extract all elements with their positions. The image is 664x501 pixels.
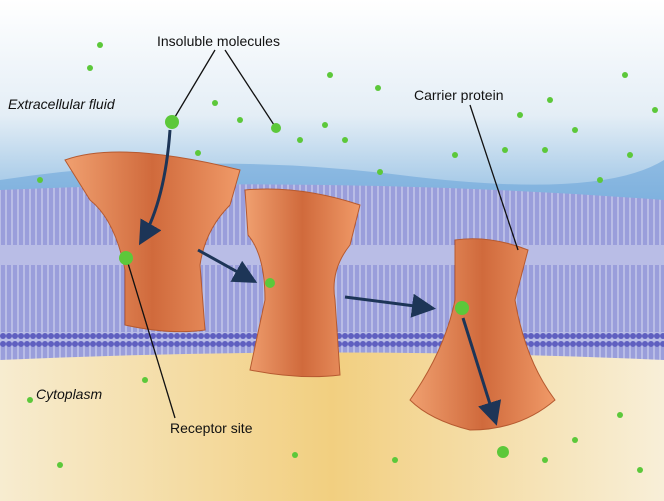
molecule-dot bbox=[165, 115, 179, 129]
molecule-dot bbox=[237, 117, 243, 123]
molecule-dot bbox=[119, 251, 133, 265]
molecule-dot bbox=[392, 457, 398, 463]
molecule-dot bbox=[455, 301, 469, 315]
carrier-protein-3 bbox=[409, 238, 556, 431]
molecule-dot bbox=[342, 137, 348, 143]
molecule-dot bbox=[87, 65, 93, 71]
insoluble-molecules bbox=[27, 42, 658, 473]
label-insoluble-molecules: Insoluble molecules bbox=[157, 33, 280, 49]
molecule-dot bbox=[547, 97, 553, 103]
molecule-dot bbox=[265, 278, 275, 288]
molecule-dot bbox=[542, 147, 548, 153]
transport-arrows bbox=[139, 129, 502, 426]
molecule-dot bbox=[617, 412, 623, 418]
label-receptor-site: Receptor site bbox=[170, 420, 253, 436]
molecule-dot bbox=[517, 112, 523, 118]
label-extracellular-fluid: Extracellular fluid bbox=[8, 96, 115, 112]
molecule-dot bbox=[271, 123, 281, 133]
molecule-dot bbox=[97, 42, 103, 48]
molecule-dot bbox=[297, 137, 303, 143]
molecule-dot bbox=[627, 152, 633, 158]
molecule-dot bbox=[652, 107, 658, 113]
molecule-dot bbox=[327, 72, 333, 78]
molecule-dot bbox=[597, 177, 603, 183]
molecule-dot bbox=[497, 446, 509, 458]
leader-lines bbox=[126, 49, 519, 419]
carrier-protein-2 bbox=[244, 188, 361, 378]
molecule-dot bbox=[212, 100, 218, 106]
molecule-dot bbox=[322, 122, 328, 128]
molecule-dot bbox=[37, 177, 43, 183]
molecule-dot bbox=[195, 150, 201, 156]
molecule-dot bbox=[375, 85, 381, 91]
molecule-dot bbox=[292, 452, 298, 458]
label-carrier-protein: Carrier protein bbox=[414, 87, 504, 103]
molecule-dot bbox=[542, 457, 548, 463]
molecule-dot bbox=[622, 72, 628, 78]
molecule-dot bbox=[572, 127, 578, 133]
label-cytoplasm: Cytoplasm bbox=[36, 386, 103, 402]
molecule-dot bbox=[452, 152, 458, 158]
molecule-dot bbox=[572, 437, 578, 443]
molecule-dot bbox=[502, 147, 508, 153]
molecule-dot bbox=[377, 169, 383, 175]
molecule-dot bbox=[57, 462, 63, 468]
molecule-dot bbox=[637, 467, 643, 473]
molecule-dot bbox=[27, 397, 33, 403]
molecule-dot bbox=[142, 377, 148, 383]
